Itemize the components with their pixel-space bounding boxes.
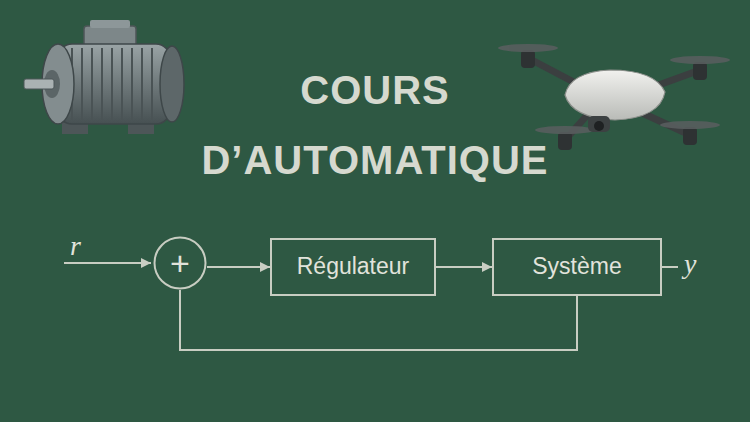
drone-illustration (498, 44, 730, 150)
system-box: Système (492, 238, 662, 296)
title: COURS D’AUTOMATIQUE (140, 55, 610, 195)
signal-name: y (684, 250, 696, 278)
junction-circle (155, 238, 206, 289)
sum-sign: + (170, 246, 190, 280)
signal-arrow (436, 266, 492, 268)
sum-junction: + (153, 236, 207, 290)
output-wire (662, 266, 678, 268)
signal-arrow (207, 266, 270, 268)
input-wire (64, 262, 151, 264)
controller-box: Régulateur (270, 238, 436, 296)
block-label: Système (532, 254, 621, 279)
motor-illustration (24, 20, 184, 134)
block-label: Régulateur (297, 254, 410, 279)
feedback-line (180, 290, 577, 350)
signal-name: r (70, 232, 81, 260)
